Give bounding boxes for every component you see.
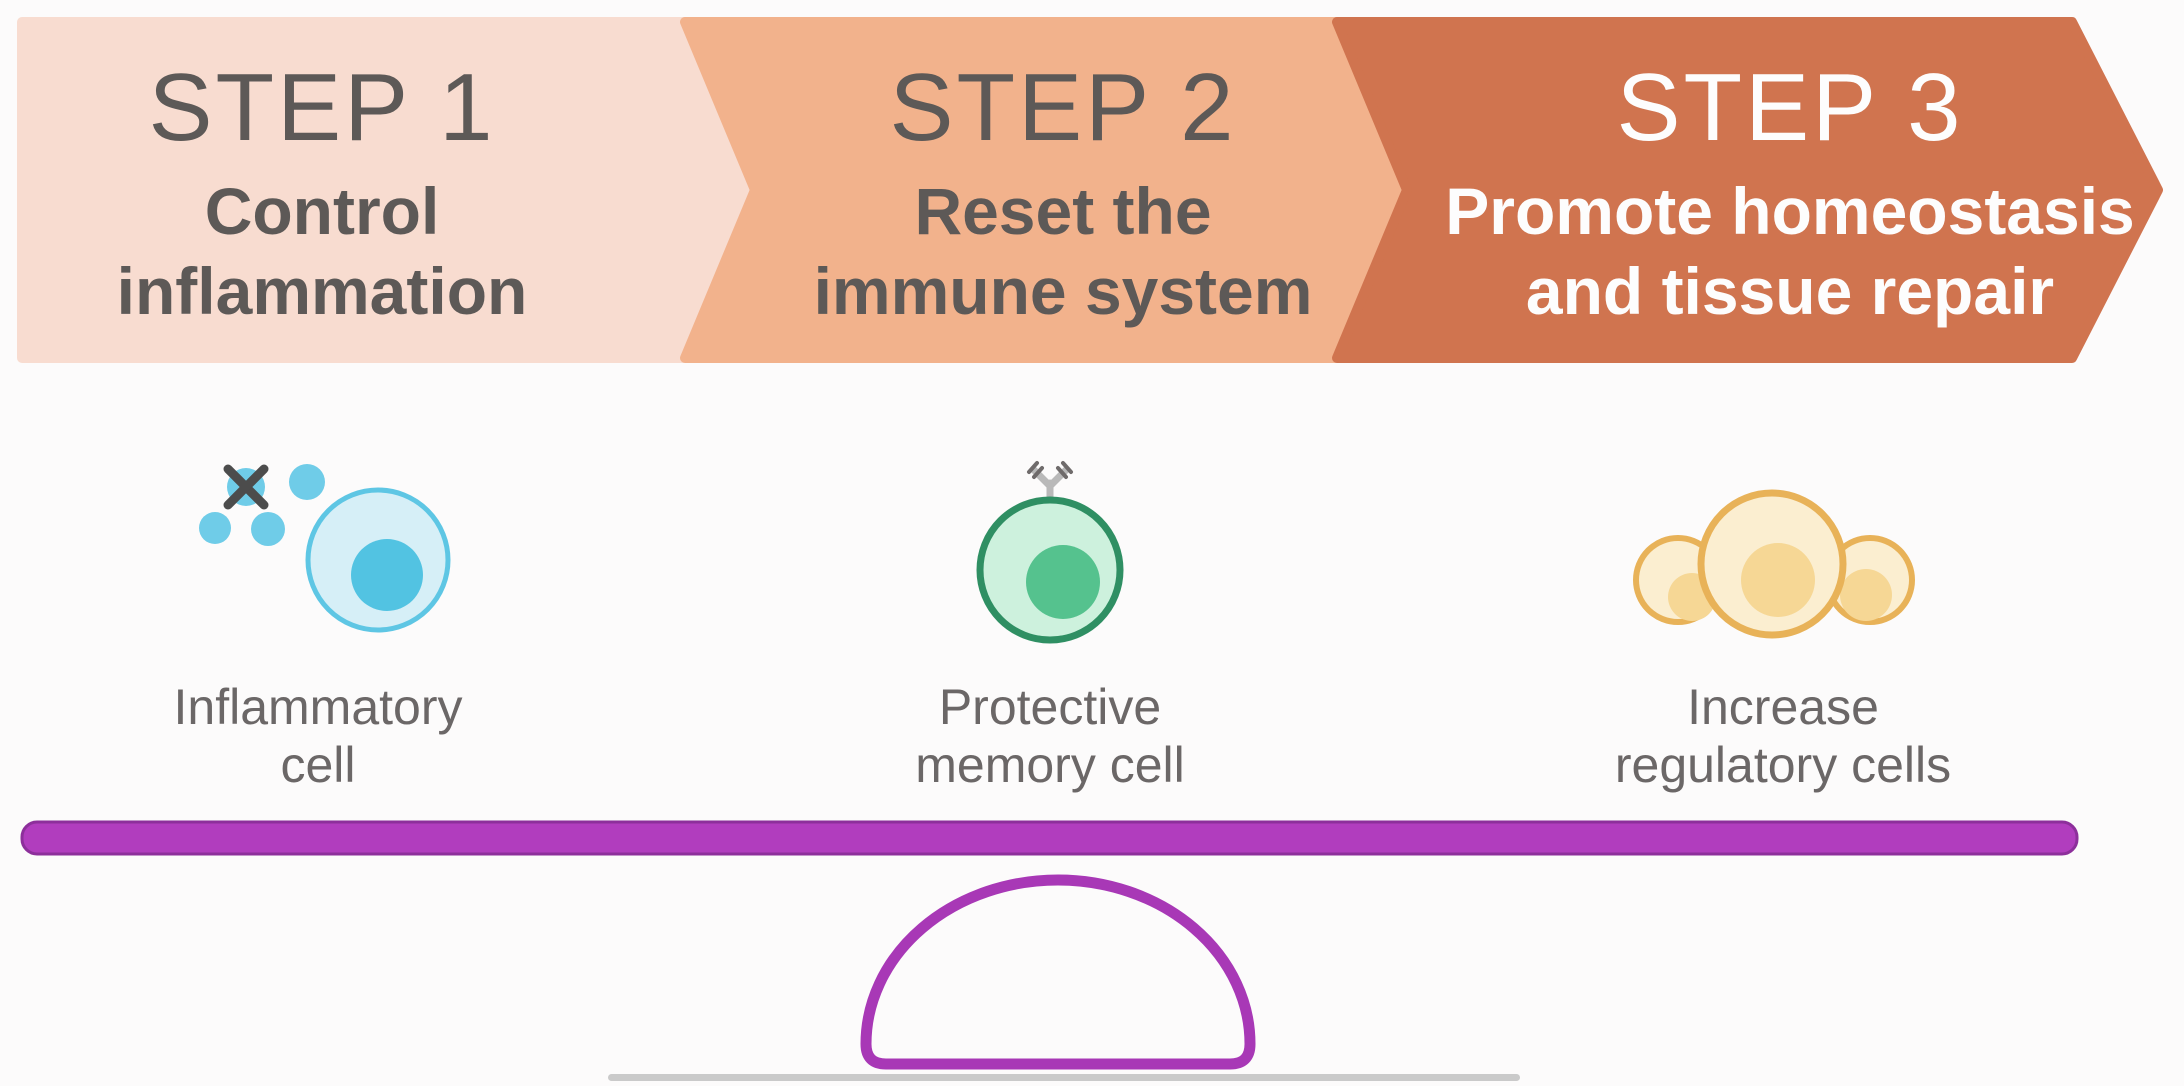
step-3-subtitle-line1: Promote homeostasis xyxy=(1445,173,2135,248)
memory-cell-label-line2: memory cell xyxy=(915,737,1185,793)
step-2-text: STEP 2 Reset the immune system xyxy=(683,54,1443,331)
regulatory-cells-label-line2: regulatory cells xyxy=(1614,737,1952,793)
cytokine-dot xyxy=(199,512,231,544)
inflammatory-cell-icon xyxy=(199,464,451,633)
ground-line xyxy=(608,1074,1520,1081)
step-3-text: STEP 3 Promote homeostasis and tissue re… xyxy=(1410,54,2170,331)
regulatory-cell-nucleus xyxy=(1741,543,1815,617)
chevron-banner xyxy=(17,17,2163,363)
step-3-subtitle: Promote homeostasis and tissue repair xyxy=(1410,171,2170,331)
step-3-chevron xyxy=(1332,17,2163,363)
memory-cell-nucleus xyxy=(1026,545,1100,619)
inflammatory-cell-label-line1: Inflammatory xyxy=(173,679,463,735)
memory-cell-icon xyxy=(976,461,1124,644)
regulatory-cell-nucleus xyxy=(1840,569,1892,621)
balance-fulcrum xyxy=(860,874,1256,1070)
regulatory-cells-icon xyxy=(1633,489,1915,639)
step-1-text: STEP 1 Control inflammation xyxy=(0,54,702,331)
step-3-subtitle-line2: and tissue repair xyxy=(1525,253,2055,328)
inflammatory-cell-nucleus xyxy=(351,539,423,611)
step-1-subtitle: Control inflammation xyxy=(0,171,702,331)
step-1-subtitle-line1: Control xyxy=(204,173,440,248)
step-2-subtitle-line1: Reset the xyxy=(914,173,1212,248)
cytokine-dot xyxy=(289,464,325,500)
inflammatory-cell-label: Inflammatory cell xyxy=(18,678,618,794)
memory-cell-label-line1: Protective xyxy=(938,679,1162,735)
step-1-subtitle-line2: inflammation xyxy=(116,253,528,328)
memory-cell-label: Protective memory cell xyxy=(750,678,1350,794)
balance-scale xyxy=(20,820,2079,1081)
step-1-title: STEP 1 xyxy=(148,54,496,161)
inflammatory-cell-label-line2: cell xyxy=(280,737,356,793)
step-2-title: STEP 2 xyxy=(889,54,1237,161)
step-2-subtitle-line2: immune system xyxy=(813,253,1313,328)
regulatory-cells-label-line1: Increase xyxy=(1687,679,1879,735)
step-2-subtitle: Reset the immune system xyxy=(683,171,1443,331)
step-3-title: STEP 3 xyxy=(1616,54,1964,161)
x-mark-icon xyxy=(223,464,269,510)
balance-beam xyxy=(20,820,2079,856)
regulatory-cells-label: Increase regulatory cells xyxy=(1483,678,2083,794)
cytokine-dot xyxy=(251,512,285,546)
